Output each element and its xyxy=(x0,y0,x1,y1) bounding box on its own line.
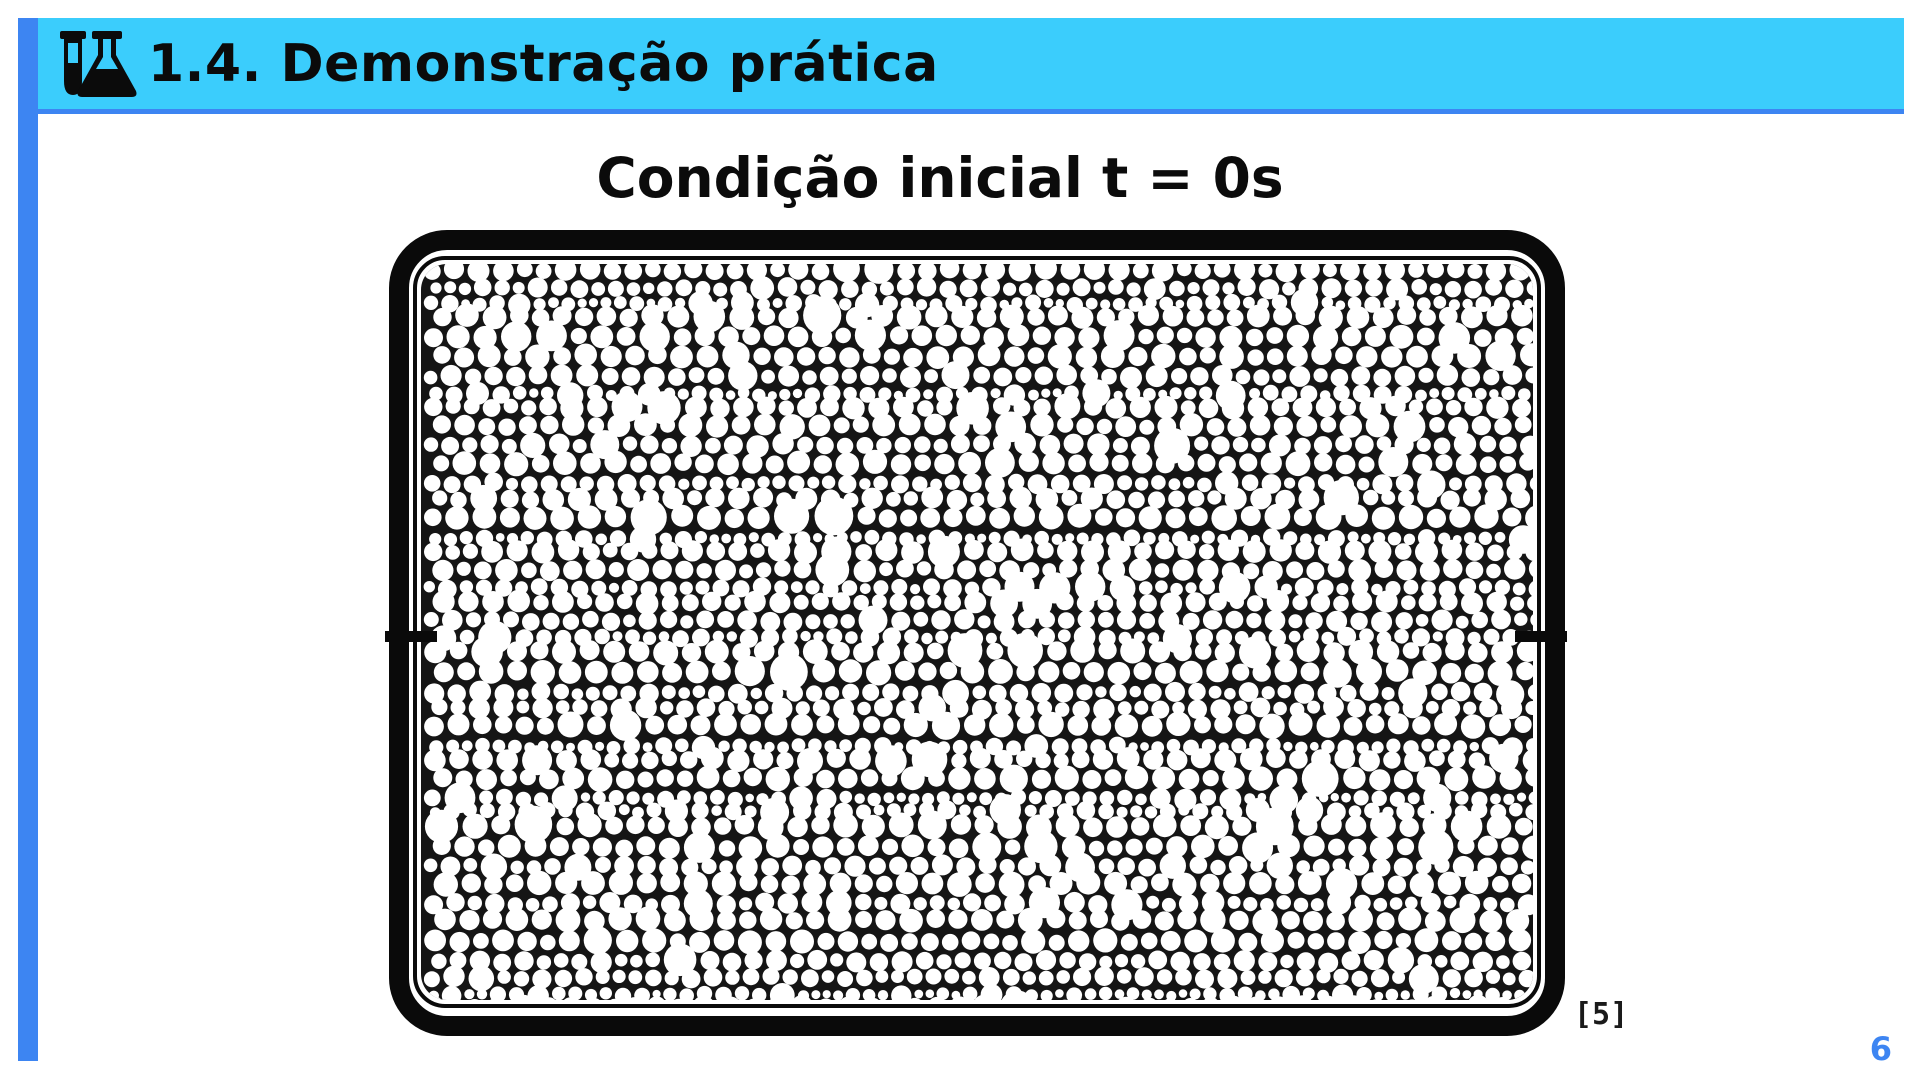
slide-title: 1.4. Demonstração prática xyxy=(148,33,939,94)
left-tick-mark xyxy=(385,631,437,642)
lab-flasks-icon xyxy=(60,30,137,97)
bubble-raft-figure xyxy=(385,228,1569,1036)
right-tick-mark xyxy=(1515,631,1567,642)
left-accent-bar xyxy=(18,18,38,1061)
citation-label: [5] xyxy=(1574,997,1629,1032)
slide-header: 1.4. Demonstração prática xyxy=(38,18,1904,114)
page-number: 6 xyxy=(1869,1030,1892,1068)
bubble-field xyxy=(421,264,1533,1000)
figure-heading: Condição inicial t = 0s xyxy=(596,146,1284,210)
